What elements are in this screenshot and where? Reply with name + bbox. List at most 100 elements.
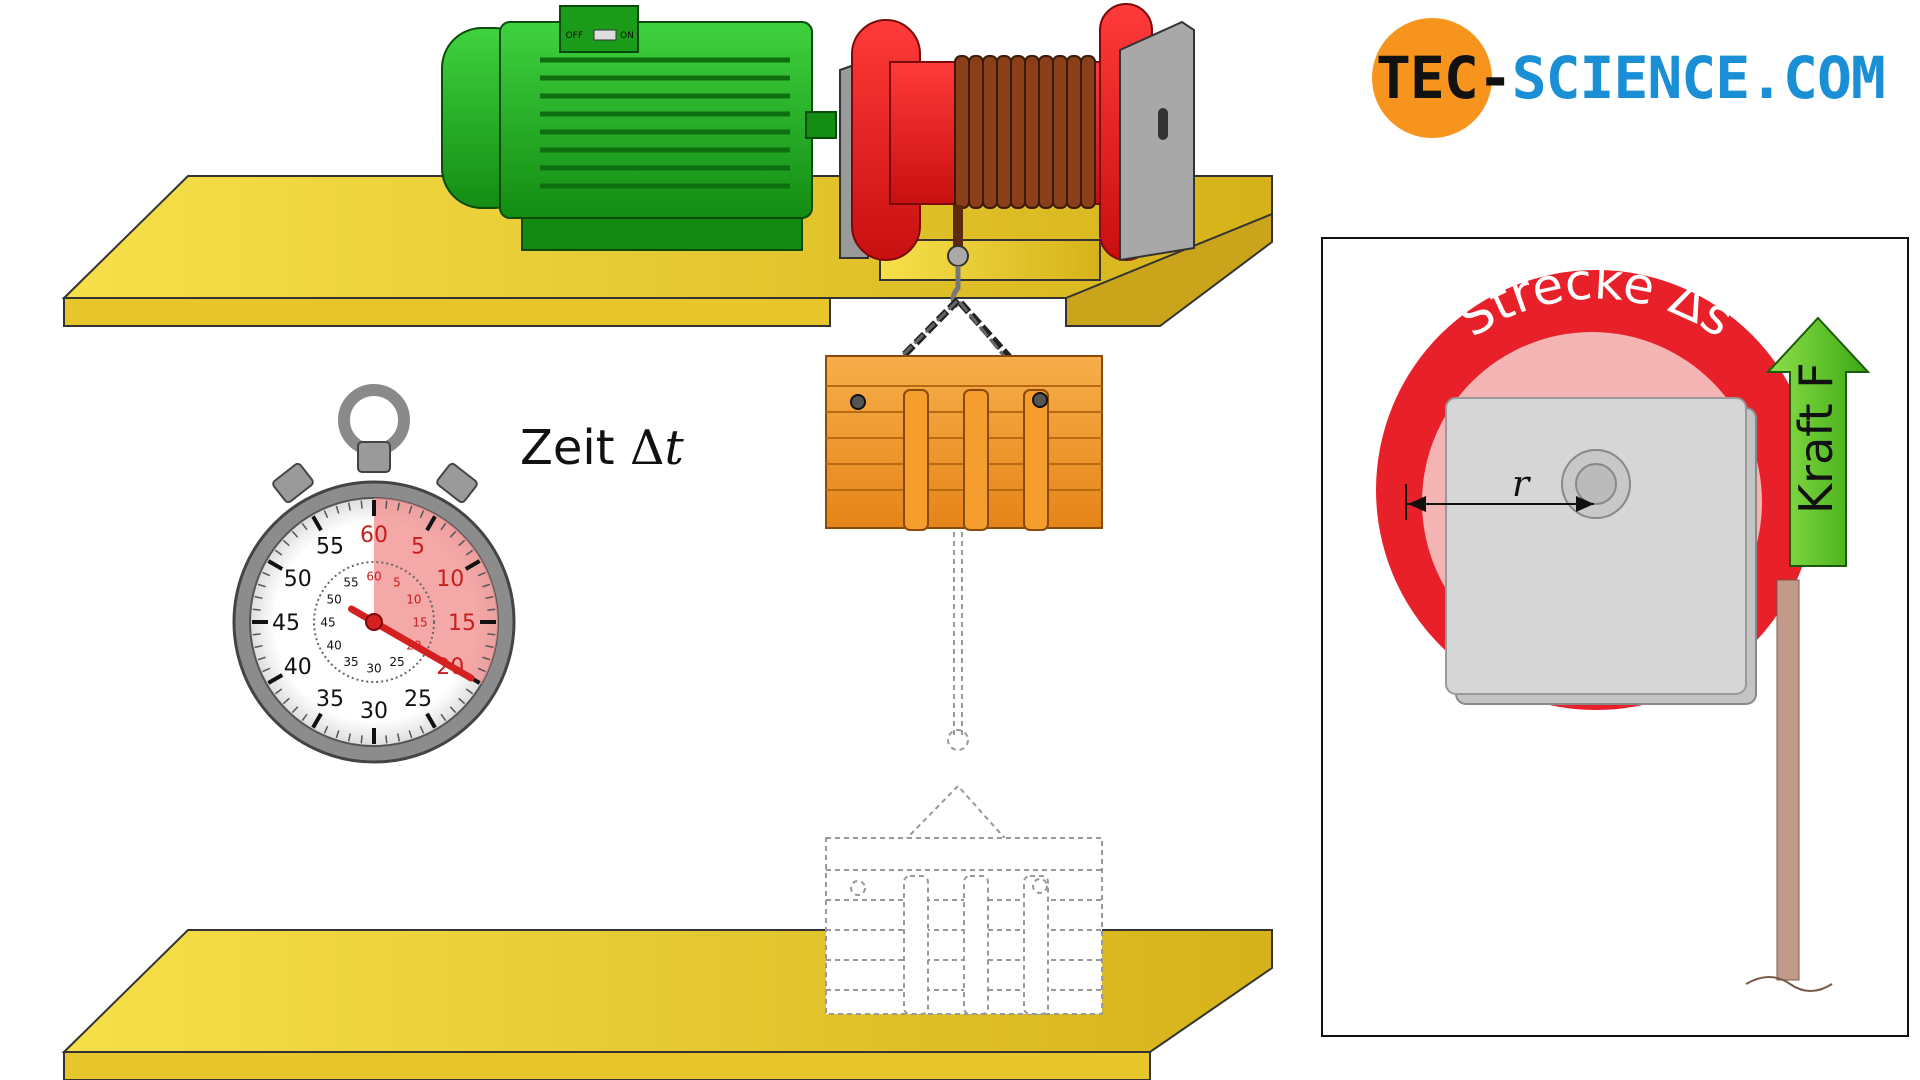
stopwatch-outer-number: 5 <box>411 535 425 560</box>
stopwatch-tick <box>254 644 263 649</box>
logo-part-science: SCIENCE.COM <box>1511 44 1886 112</box>
stopwatch: 60510152025303540455055 6051015202530354… <box>232 384 516 764</box>
stopwatch-tick <box>440 713 447 722</box>
stopwatch-tick <box>254 595 263 600</box>
stopwatch-inner-number: 35 <box>343 655 358 669</box>
stopwatch-tick <box>449 706 457 714</box>
stopwatch-tick <box>360 500 363 509</box>
stopwatch-outer-number: 15 <box>448 611 476 636</box>
stopwatch-tick <box>347 502 352 511</box>
electric-motor: OFF ON <box>441 5 837 251</box>
stopwatch-outer-scale: 60510152025303540455055 <box>272 523 476 724</box>
stopwatch-tick <box>257 583 266 588</box>
stopwatch-tick <box>252 608 261 611</box>
stopwatch-tick <box>425 712 437 729</box>
stopwatch-tick <box>465 549 474 556</box>
stopwatch-inner-number: 5 <box>393 575 401 589</box>
force-label: Kraft F <box>1789 362 1843 514</box>
stopwatch-tick-marks <box>252 500 496 744</box>
stopwatch-tick <box>360 735 363 744</box>
stopwatch-tick <box>408 730 413 739</box>
stopwatch-tick <box>458 539 466 547</box>
stopwatch-tick <box>482 656 491 661</box>
time-label: Zeit Δt <box>520 420 684 476</box>
drum-detail-panel <box>1321 237 1909 1037</box>
stopwatch-tick <box>425 515 437 532</box>
stopwatch-tick <box>485 595 494 600</box>
stopwatch-tick <box>282 697 290 705</box>
stopwatch-tick <box>323 725 329 734</box>
stopwatch-inner-number: 25 <box>389 655 404 669</box>
stopwatch-tick <box>252 633 261 636</box>
stopwatch-outer-number: 30 <box>360 699 388 724</box>
stopwatch-tick <box>482 583 491 588</box>
circumference-formula: Δs = 2π·r <box>1490 715 1703 789</box>
stopwatch-tick <box>335 730 340 739</box>
stopwatch-inner-number: 10 <box>406 592 421 606</box>
stopwatch-outer-number: 25 <box>404 687 432 712</box>
stopwatch-tick <box>465 688 474 695</box>
crate-lowered-ghost <box>825 532 1103 1015</box>
time-label-delta: Δ <box>629 420 665 476</box>
stopwatch-tick <box>282 539 290 547</box>
stopwatch-outer-number: 55 <box>316 535 344 560</box>
stopwatch-tick <box>449 530 457 538</box>
motor-switch-on-label: ON <box>620 31 634 41</box>
stopwatch-tick <box>477 571 486 577</box>
stopwatch-tick <box>323 510 329 519</box>
arc-distance-label: Strecke Δs <box>1448 252 1744 348</box>
logo-part-tec: TEC- <box>1376 44 1513 112</box>
stopwatch-tick <box>267 559 284 571</box>
stopwatch-tick <box>385 500 388 509</box>
stopwatch-tick <box>274 688 283 695</box>
stopwatch-tick <box>335 505 340 514</box>
force-arrow <box>1765 316 1871 567</box>
stopwatch-tick <box>291 530 299 538</box>
stopwatch-tick <box>440 522 447 531</box>
stopwatch-inner-number: 40 <box>327 638 342 652</box>
stopwatch-outer-number: 50 <box>284 567 312 592</box>
stopwatch-tick <box>458 697 466 705</box>
stopwatch-tick <box>274 549 283 556</box>
time-label-var: t <box>664 420 684 476</box>
stopwatch-tick <box>311 515 323 532</box>
stopwatch-tick <box>347 733 352 742</box>
motor-switch-off-label: OFF <box>566 31 583 41</box>
logo-wordmark: TEC-SCIENCE.COM <box>1376 44 1886 112</box>
stopwatch-tick <box>267 673 284 685</box>
stopwatch-tick <box>396 502 401 511</box>
stopwatch-tick <box>311 712 323 729</box>
stopwatch-tick <box>385 735 388 744</box>
stopwatch-tick <box>487 633 496 636</box>
stopwatch-tick <box>301 522 308 531</box>
stopwatch-tick <box>291 706 299 714</box>
stopwatch-inner-number: 50 <box>327 592 342 606</box>
stopwatch-outer-number: 60 <box>360 523 388 548</box>
stopwatch-inner-number: 15 <box>412 615 427 629</box>
stopwatch-inner-number: 60 <box>366 569 381 583</box>
stopwatch-tick <box>262 667 271 673</box>
stopwatch-tick <box>396 733 401 742</box>
radius-label: r <box>1512 464 1531 505</box>
stopwatch-tick <box>464 559 481 571</box>
winch-drum <box>839 3 1195 309</box>
stopwatch-hand <box>370 618 475 682</box>
stopwatch-outer-number: 35 <box>316 687 344 712</box>
stopwatch-tick <box>419 510 425 519</box>
stopwatch-tick <box>485 644 494 649</box>
stopwatch-tick <box>301 713 308 722</box>
crate-raised <box>825 294 1103 531</box>
stopwatch-outer-number: 40 <box>284 655 312 680</box>
stopwatch-tick <box>477 667 486 673</box>
logo-circle <box>1372 18 1492 138</box>
stopwatch-outer-number: 45 <box>272 611 300 636</box>
stopwatch-inner-number: 45 <box>320 615 335 629</box>
stopwatch-inner-number: 30 <box>366 661 381 675</box>
stopwatch-inner-number: 55 <box>343 575 358 589</box>
stopwatch-tick <box>487 608 496 611</box>
stopwatch-outer-number: 10 <box>436 567 464 592</box>
tec-science-logo: TEC-SCIENCE.COM <box>1372 18 1912 142</box>
stopwatch-tick <box>408 505 413 514</box>
stopwatch-tick <box>257 656 266 661</box>
